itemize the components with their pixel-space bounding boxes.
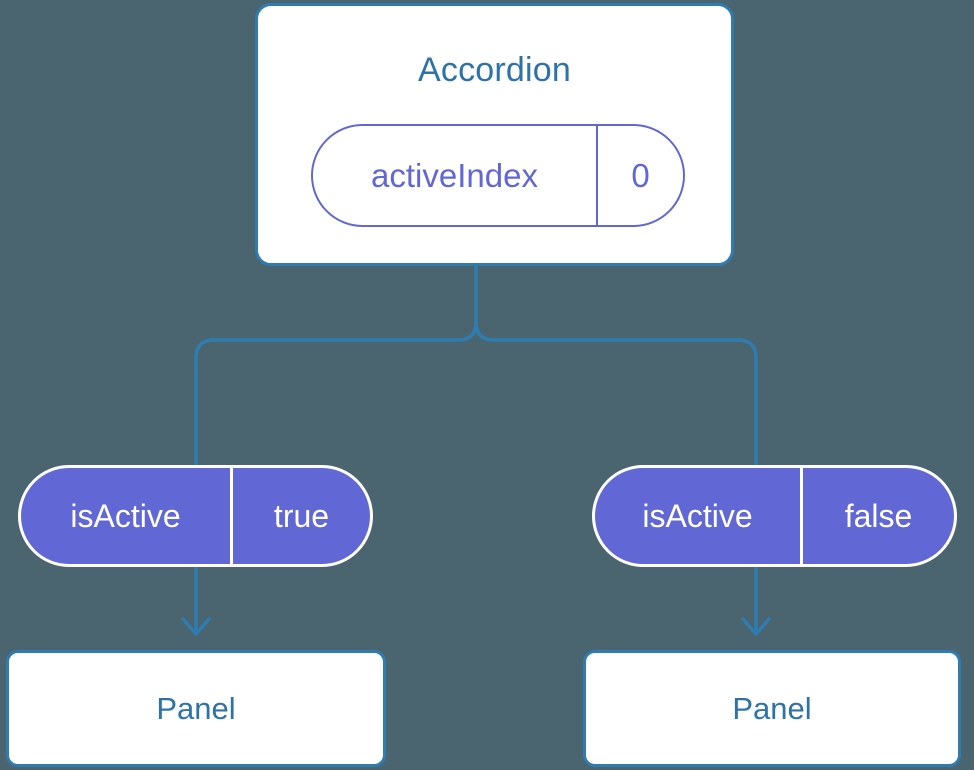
prop-pill-value: true xyxy=(273,497,330,534)
prop-pill-key: isActive xyxy=(21,468,233,564)
state-pill-value: 0 xyxy=(631,156,650,194)
prop-pill-is-active-false[interactable]: isActive false xyxy=(592,465,957,567)
arrow-right-head xyxy=(741,617,771,636)
panel-title: Panel xyxy=(732,690,812,726)
prop-pill-value: false xyxy=(844,497,913,534)
trunk-connector-mirror xyxy=(456,320,478,342)
branch-connector-left xyxy=(194,338,460,469)
accordion-component-card[interactable]: Accordion activeIndex 0 xyxy=(255,3,734,266)
arrow-left-head xyxy=(181,617,211,636)
state-pill-active-index[interactable]: activeIndex 0 xyxy=(311,124,685,227)
accordion-title: Accordion xyxy=(418,51,571,89)
panel-component-card-right[interactable]: Panel xyxy=(583,650,961,767)
panel-component-card-left[interactable]: Panel xyxy=(6,650,386,767)
branch-connector-right xyxy=(492,338,758,469)
trunk-connector xyxy=(474,264,496,342)
panel-title: Panel xyxy=(156,690,236,726)
prop-pill-is-active-true[interactable]: isActive true xyxy=(18,465,373,567)
prop-pill-key: isActive xyxy=(595,468,803,564)
state-pill-key: activeIndex xyxy=(313,126,598,225)
